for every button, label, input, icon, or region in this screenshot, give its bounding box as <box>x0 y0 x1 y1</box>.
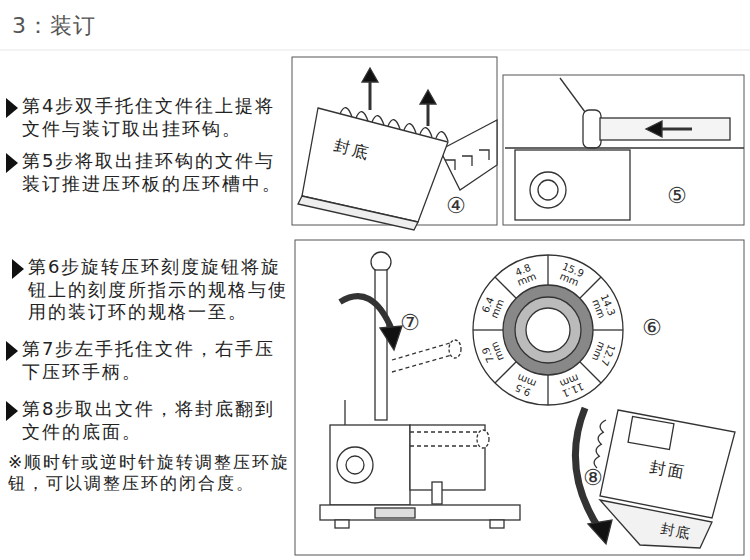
dial-divider <box>473 329 503 330</box>
dial-divider <box>580 277 601 298</box>
step-text: 第7步左手托住文件，右手压下压环手柄。 <box>22 338 286 383</box>
page-title: 3：装订 <box>12 12 96 40</box>
panel-frames <box>292 57 744 555</box>
note-text: ※顺时针或逆时针旋转调整压环旋钮，可以调整压环的闭合度。 <box>8 452 292 495</box>
dial-divider <box>547 255 548 285</box>
size-dial <box>473 255 623 405</box>
bullet-triangles <box>6 98 24 421</box>
slot-push-figure <box>505 78 744 220</box>
callout-number: ⑦ <box>400 312 420 334</box>
step-text: 第4步双手托住文件往上提将文件与装订取出挂环钩。 <box>22 95 294 140</box>
dial-divider <box>495 362 516 383</box>
dial-divider <box>547 375 548 405</box>
book-fold-figure <box>575 408 735 548</box>
dial-divider <box>580 362 601 383</box>
title-rule <box>0 50 750 51</box>
dial-divider <box>495 277 516 298</box>
step-text: 第6步旋转压环刻度旋钮将旋钮上的刻度所指示的规格与使用的装订环的规格一至。 <box>28 256 292 324</box>
dial-divider <box>593 329 623 330</box>
callout-number: ⑧ <box>583 467 603 489</box>
step-text: 第5步将取出挂环钩的文件与装订推进压环板的压环槽中。 <box>22 150 294 195</box>
callout-number: ⑥ <box>642 317 662 339</box>
callout-number: ④ <box>446 195 466 217</box>
step-text: 第8步取出文件，将封底翻到文件的底面。 <box>22 398 286 443</box>
book-lift-figure <box>298 68 497 230</box>
callout-number: ⑤ <box>667 185 687 207</box>
